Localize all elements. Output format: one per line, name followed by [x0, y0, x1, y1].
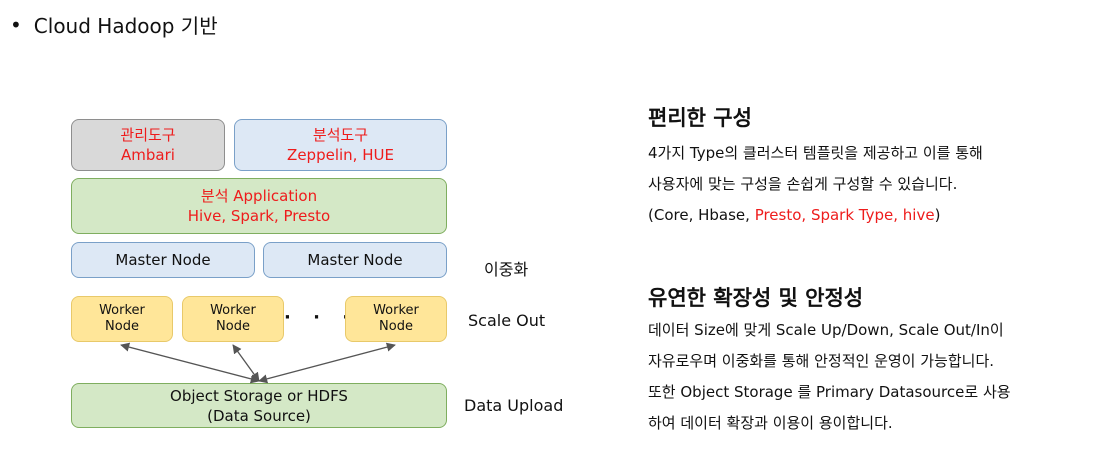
arrow-worker-2 [232, 344, 260, 382]
storage-label-line1: Object Storage or HDFS [170, 386, 348, 405]
ambari-category: 관리도구 [120, 126, 176, 144]
bullet-icon: • [10, 12, 22, 37]
type-list-highlight: Presto, Spark Type, hive [754, 206, 935, 224]
application-box: 분석 Application Hive, Spark, Presto [71, 178, 447, 234]
scale-out-label: Scale Out [468, 311, 546, 330]
type-list-prefix: (Core, Hbase, [648, 206, 755, 224]
section-1-line-2: 사용자에 맞는 구성을 손쉽게 구성할 수 있습니다. [648, 175, 958, 193]
arrow-worker-3 [258, 342, 396, 384]
storage-label-line2: (Data Source) [207, 406, 311, 425]
worker-node-label-line2: Node [216, 319, 250, 334]
section-1-heading: 편리한 구성 [648, 106, 752, 130]
zeppelin-box: 분석도구 Zeppelin, HUE [234, 119, 447, 171]
worker-node-label-line2: Node [379, 319, 413, 334]
page-title-text: Cloud Hadoop 기반 [33, 14, 218, 38]
worker-node-box-2: Worker Node [182, 296, 284, 342]
application-category: 분석 Application [200, 187, 318, 205]
section-1-body: 4가지 Type의 클러스터 템플릿을 제공하고 이를 통해 사용자에 맞는 구… [648, 138, 983, 231]
ellipsis: · · · [284, 307, 358, 328]
section-2-line-3: 또한 Object Storage 를 Primary Datasource로 … [648, 383, 1011, 401]
master-node-label: Master Node [115, 251, 211, 269]
section-2-line-1: 데이터 Size에 맞게 Scale Up/Down, Scale Out/In… [648, 321, 1004, 339]
ambari-label: Ambari [121, 146, 175, 164]
worker-node-label-line1: Worker [373, 303, 419, 318]
worker-node-label-line1: Worker [210, 303, 256, 318]
worker-node-label-line2: Node [105, 319, 139, 334]
redundancy-label: 이중화 [484, 260, 529, 279]
page-title: • Cloud Hadoop 기반 [10, 10, 218, 39]
worker-node-box-1: Worker Node [71, 296, 173, 342]
data-upload-label: Data Upload [464, 396, 564, 415]
application-label: Hive, Spark, Presto [187, 207, 331, 225]
master-node-label: Master Node [307, 251, 403, 269]
zeppelin-label: Zeppelin, HUE [287, 146, 394, 164]
type-list-suffix: ) [934, 206, 941, 224]
arrow-worker-1 [120, 342, 260, 384]
worker-node-box-3: Worker Node [345, 296, 447, 342]
section-2-heading: 유연한 확장성 및 안정성 [648, 286, 864, 310]
storage-box: Object Storage or HDFS (Data Source) [71, 383, 447, 428]
master-node-box-2: Master Node [263, 242, 447, 278]
section-1-line-3: (Core, Hbase, Presto, Spark Type, hive) [648, 200, 983, 231]
section-2-line-2: 자유로우며 이중화를 통해 안정적인 운영이 가능합니다. [648, 352, 995, 370]
section-2-line-4: 하여 데이터 확장과 이용이 용이합니다. [648, 414, 893, 432]
ambari-box: 관리도구 Ambari [71, 119, 225, 171]
worker-node-label-line1: Worker [99, 303, 145, 318]
section-1-line-1: 4가지 Type의 클러스터 템플릿을 제공하고 이를 통해 [648, 144, 983, 162]
section-2-body: 데이터 Size에 맞게 Scale Up/Down, Scale Out/In… [648, 315, 1011, 439]
master-node-box-1: Master Node [71, 242, 255, 278]
zeppelin-category: 분석도구 [312, 126, 369, 144]
